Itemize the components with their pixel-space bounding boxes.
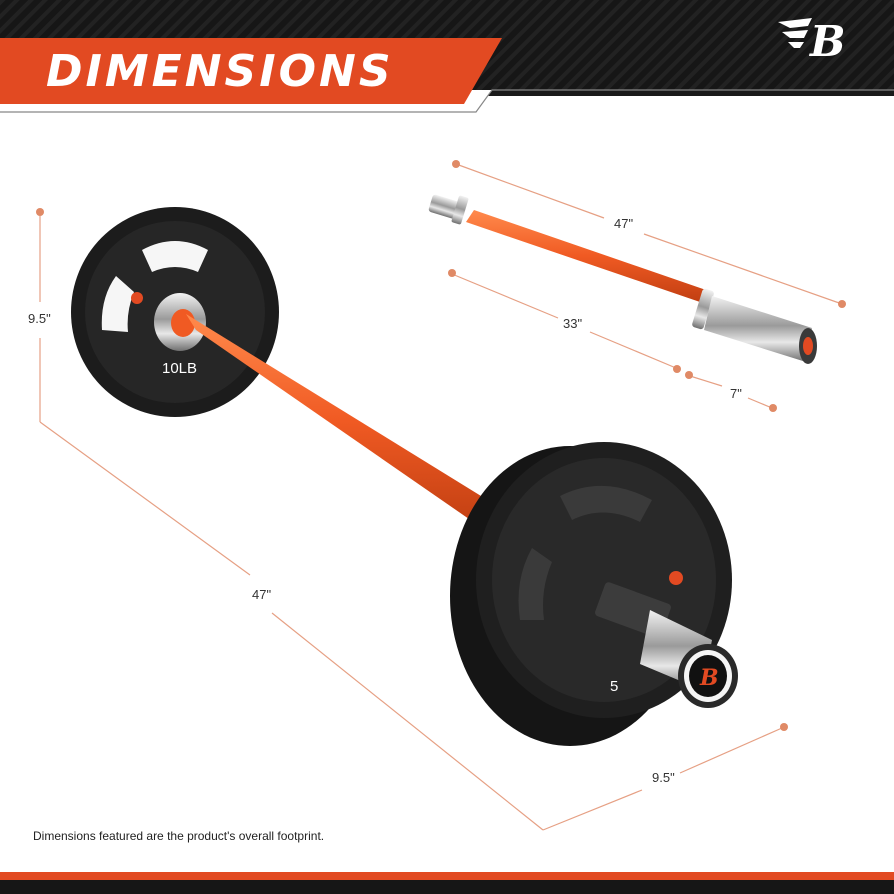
large-plate-weight-label: 5 <box>610 678 619 695</box>
svg-text:B: B <box>809 17 846 66</box>
bar-shaft-length-label: 33" <box>563 316 583 331</box>
page-title: DIMENSIONS <box>46 46 394 97</box>
length-label: 47" <box>252 587 272 602</box>
bar-dimension-dots <box>448 160 846 412</box>
bar-dimension-lines <box>451 163 843 409</box>
title-ribbon <box>0 38 502 104</box>
header-rule <box>0 89 894 113</box>
svg-text:B: B <box>699 665 719 691</box>
barbell-shaft <box>186 314 494 528</box>
footprint-note: Dimensions featured are the product's ov… <box>33 829 325 843</box>
small-plate-illustration <box>71 207 279 417</box>
bar-sleeve-length-label: 7" <box>730 386 742 401</box>
header-band <box>0 0 894 113</box>
assembled-dimension-dots <box>36 208 788 731</box>
winged-b-logo-icon: B <box>778 17 846 66</box>
standalone-bar-illustration <box>428 194 817 364</box>
small-plate-weight-label: 10LB <box>162 360 198 377</box>
height-label: 9.5" <box>28 311 51 326</box>
footer-band <box>0 872 894 894</box>
assembled-dimension-lines <box>39 216 783 831</box>
large-plates-illustration: B <box>450 442 738 746</box>
width-label: 9.5" <box>652 770 675 785</box>
bar-total-length-label: 47" <box>614 216 634 231</box>
